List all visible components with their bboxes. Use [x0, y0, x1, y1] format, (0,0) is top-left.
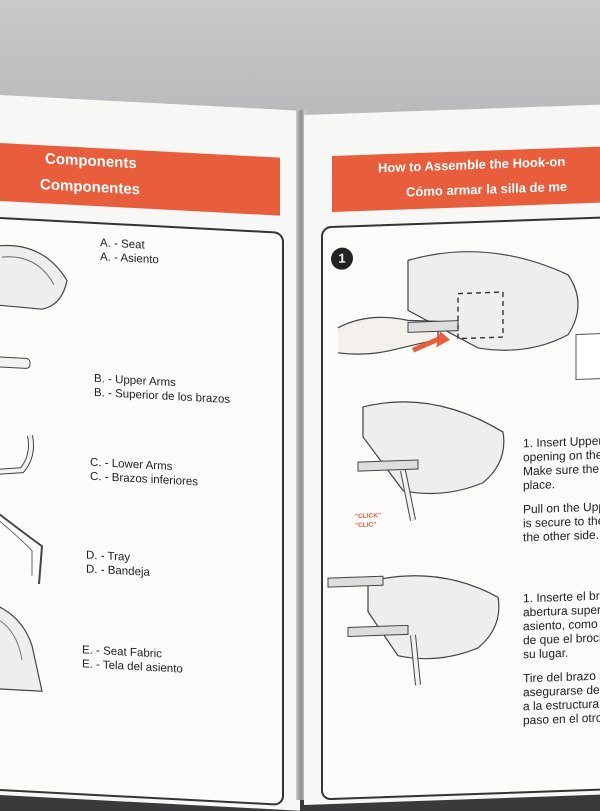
step-1-click-illustration: [357, 401, 505, 521]
assembly-page: How to Assemble the Hook-on Cómo armar l…: [304, 104, 600, 805]
instructions-es: 1. Inserte el bra abertura super asiento…: [523, 588, 600, 727]
instructions-en: 1. Insert Upper opening on the Make sure…: [523, 433, 600, 545]
tray-illustration: [0, 507, 44, 585]
components-page: Components Componentes A. - Seat A. - As…: [0, 95, 300, 811]
click-label-en: "CLICK": [355, 512, 382, 521]
instruction-en-line: the other side.: [523, 527, 600, 545]
component-e: E. - Seat Fabric E. - Tela del asiento: [82, 643, 183, 676]
lower-arms-illustration: [0, 435, 34, 475]
assembly-title-es: Cómo armar la silla de me: [406, 178, 568, 200]
component-d: D. - Tray D. - Bandeja: [86, 549, 150, 580]
instruction-es-line: de que el broch: [523, 630, 600, 648]
assembly-panel: 1 "CLICK" "CLIC" 1. I: [321, 215, 600, 801]
component-d-es: D. - Bandeja: [86, 563, 150, 579]
seat-fabric-illustration: [0, 603, 43, 692]
step-1-side-illustration: [327, 575, 500, 686]
components-title-es: Componentes: [40, 176, 141, 199]
component-c: C. - Lower Arms C. - Brazos inferiores: [90, 456, 198, 490]
instruction-es-line: paso en el otro: [523, 710, 600, 728]
component-a: A. - Seat A. - Asiento: [100, 236, 159, 267]
components-panel: A. - Seat A. - Asiento B. - Upper Arms B…: [0, 215, 284, 806]
instruction-en-line: Make sure the: [523, 461, 600, 479]
seat-illustration: [0, 244, 68, 310]
book-spine: [296, 110, 306, 800]
component-b: B. - Upper Arms B. - Superior de los bra…: [94, 372, 230, 407]
assembly-banner: How to Assemble the Hook-on Cómo armar l…: [332, 146, 600, 213]
upper-arms-illustration: [0, 356, 31, 369]
component-a-es: A. - Asiento: [100, 251, 159, 267]
step-1-hand-illustration: [337, 251, 600, 381]
click-sound-label: "CLICK" "CLIC": [355, 511, 381, 530]
components-banner: Components Componentes: [0, 143, 280, 216]
click-label-es: "CLIC": [355, 521, 377, 530]
components-title-en: Components: [45, 150, 137, 173]
assembly-title-en: How to Assemble the Hook-on: [378, 153, 566, 176]
